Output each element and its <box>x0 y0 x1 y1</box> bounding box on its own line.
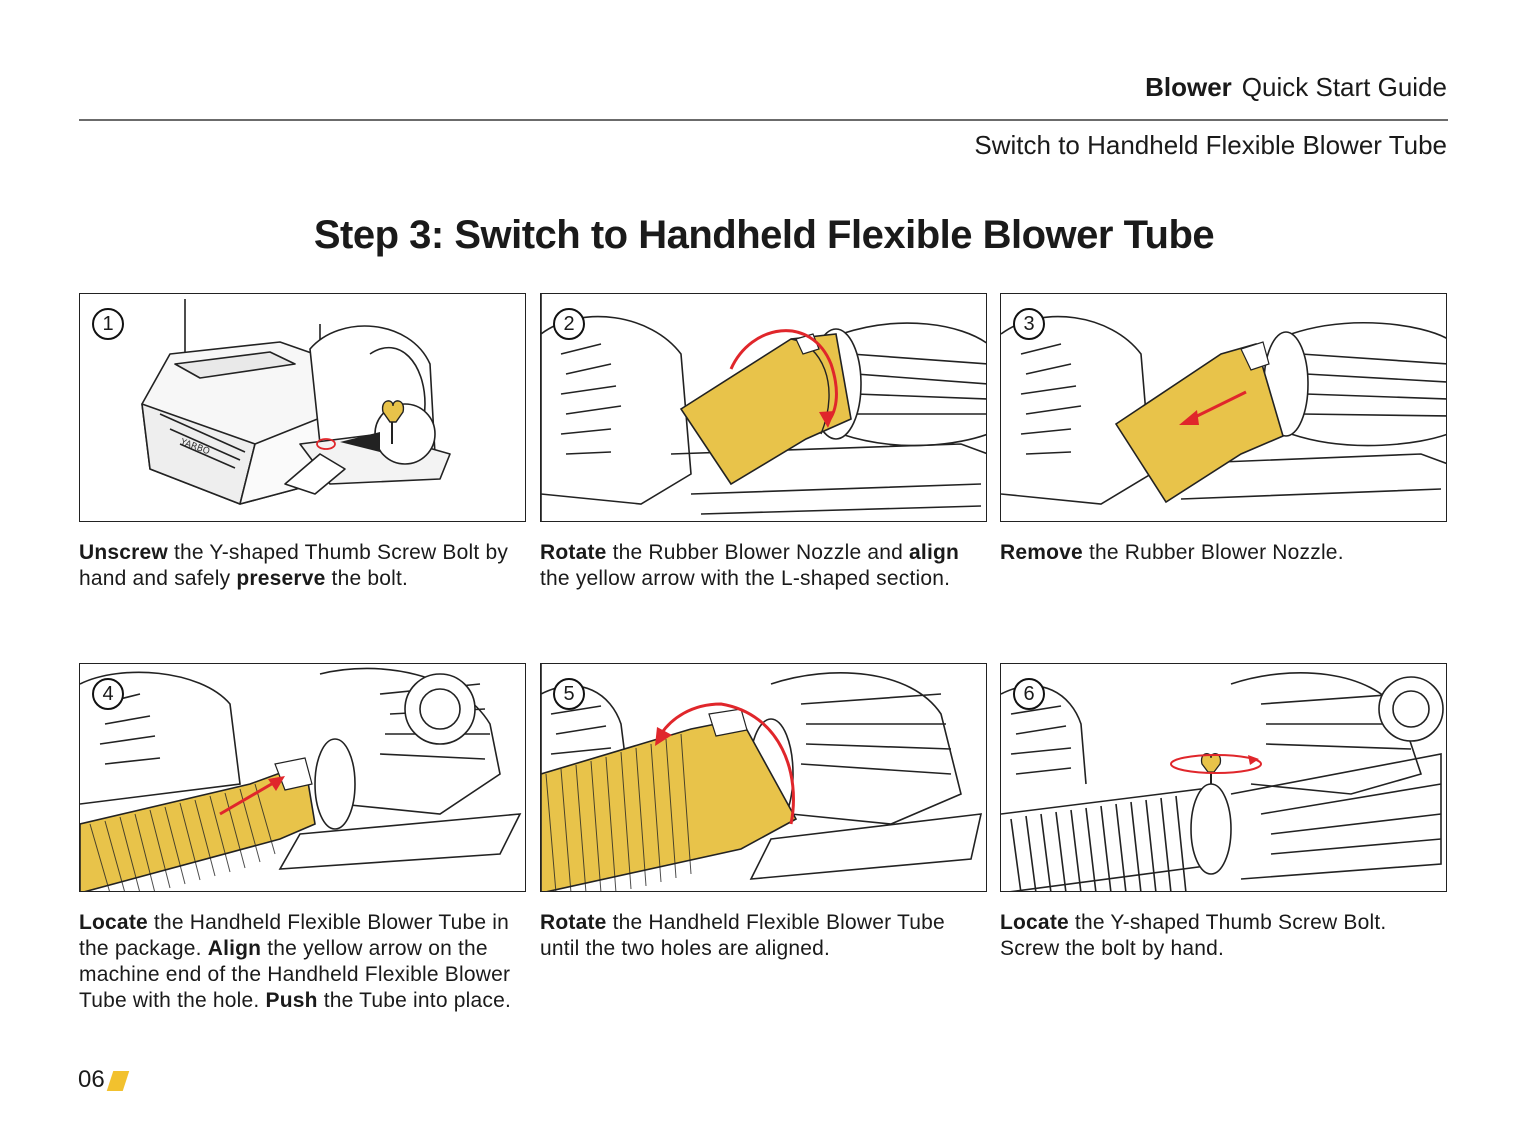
step-2-illustration: 2 <box>540 293 987 522</box>
caption-verb: Locate <box>1000 911 1069 934</box>
step-number-badge: 6 <box>1013 678 1045 710</box>
caption-text: the yellow arrow with the L-shaped secti… <box>540 567 951 590</box>
rotate-tube-drawing <box>541 664 983 891</box>
step-6-caption: Locate the Y-shaped Thumb Screw Bolt. Sc… <box>1000 910 1440 962</box>
caption-verb: Align <box>207 937 262 960</box>
caption-text: the yellow arrow on the machine end of t… <box>79 937 511 1012</box>
section-title: Switch to Handheld Flexible Blower Tube <box>974 130 1447 160</box>
step-6-illustration: 6 <box>1000 663 1447 892</box>
caption-text: the Rubber Blower Nozzle. <box>1082 541 1344 564</box>
rotate-nozzle-drawing <box>541 294 986 521</box>
caption-text: the Handheld Flexible Blower Tube in the… <box>79 911 509 960</box>
caption-text: the Rubber Blower Nozzle and <box>606 541 910 564</box>
step-number-badge: 3 <box>1013 308 1045 340</box>
machine-overview-drawing: YARBO <box>141 299 451 505</box>
step-1-illustration: YARBO 1 <box>79 293 526 522</box>
step-number-badge: 5 <box>553 678 585 710</box>
step-3-caption: Remove the Rubber Blower Nozzle. <box>1000 540 1440 566</box>
caption-verb: Push <box>265 989 318 1012</box>
step-4-illustration: 4 <box>79 663 526 892</box>
step-5-illustration: 5 <box>540 663 987 892</box>
caption-verb: align <box>909 541 960 564</box>
caption-verb: preserve <box>236 567 326 590</box>
thumb-screw-icon <box>381 400 405 423</box>
guide-title: Quick Start Guide <box>1241 72 1447 102</box>
caption-verb: Remove <box>1000 541 1083 564</box>
caption-verb: Rotate <box>540 911 607 934</box>
caption-text: the Y-shaped Thumb Screw Bolt. Screw the… <box>1000 911 1387 960</box>
caption-verb: Rotate <box>540 541 607 564</box>
page-accent-mark <box>106 1071 130 1091</box>
caption-text: the bolt. <box>325 567 409 590</box>
step-number-badge: 2 <box>553 308 585 340</box>
guide-header: Blower Quick Start Guide <box>1145 72 1447 103</box>
page-number: 06 <box>78 1066 105 1093</box>
brand-label: Blower <box>1145 72 1232 102</box>
header-divider <box>79 119 1448 121</box>
step-number-badge: 4 <box>92 678 124 710</box>
step-1-caption: Unscrew the Y-shaped Thumb Screw Bolt by… <box>79 540 519 592</box>
step-4-caption: Locate the Handheld Flexible Blower Tube… <box>79 910 519 1014</box>
step-3-illustration: 3 <box>1000 293 1447 522</box>
remove-nozzle-drawing <box>1001 315 1446 505</box>
step-number-badge: 1 <box>92 308 124 340</box>
step-heading: Step 3: Switch to Handheld Flexible Blow… <box>313 213 1215 257</box>
caption-verb: Locate <box>79 911 148 934</box>
screw-bolt-drawing <box>1001 672 1444 891</box>
caption-text: the Y-shaped Thumb Screw Bolt by hand an… <box>79 541 509 590</box>
attach-tube-drawing <box>80 667 522 891</box>
thumb-screw-icon <box>1200 753 1222 773</box>
step-5-caption: Rotate the Handheld Flexible Blower Tube… <box>540 910 980 962</box>
caption-verb: Unscrew <box>79 541 168 564</box>
step-2-caption: Rotate the Rubber Blower Nozzle and alig… <box>540 540 980 592</box>
caption-text: the Tube into place. <box>317 989 511 1012</box>
caption-text: the Handheld Flexible Blower Tube until … <box>540 911 945 960</box>
